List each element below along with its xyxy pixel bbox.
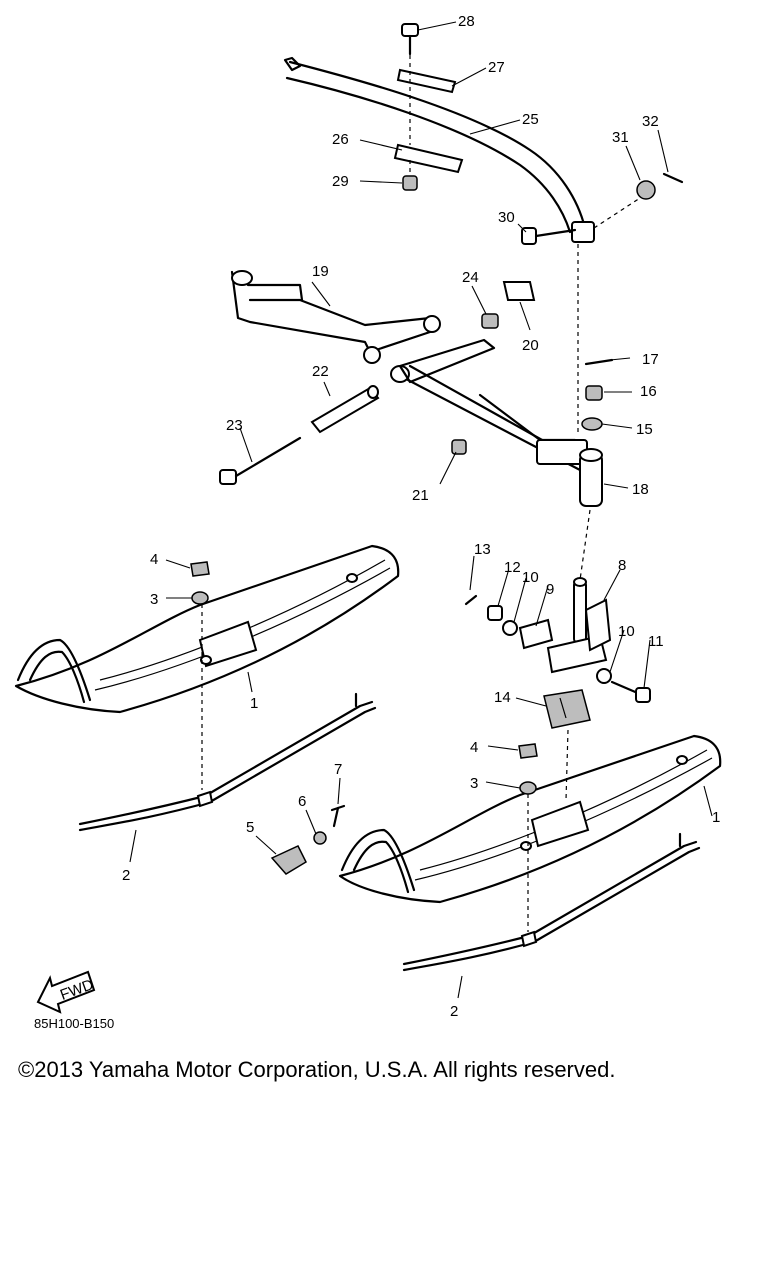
top-clamp-hardware bbox=[393, 23, 464, 191]
part-label-9: 9 bbox=[546, 581, 554, 598]
part-label-1-right: 1 bbox=[712, 809, 720, 826]
parts-diagram: FWD bbox=[14, 13, 722, 1020]
part-label-4-right: 4 bbox=[470, 739, 478, 756]
part-label-11: 11 bbox=[648, 633, 664, 650]
part-label-6: 6 bbox=[298, 793, 306, 810]
part-label-31: 31 bbox=[612, 129, 629, 146]
part-label-7: 7 bbox=[334, 761, 342, 778]
part-label-19: 19 bbox=[312, 263, 329, 280]
fwd-arrow-icon: FWD bbox=[36, 970, 96, 1014]
part-label-26: 26 bbox=[332, 131, 349, 148]
part-label-22: 22 bbox=[312, 363, 329, 380]
part-label-1-left: 1 bbox=[250, 695, 258, 712]
part-label-32: 32 bbox=[642, 113, 659, 130]
part-label-28: 28 bbox=[458, 13, 475, 30]
part-label-25: 25 bbox=[522, 111, 539, 128]
part-label-24: 24 bbox=[462, 269, 479, 286]
arm-bushing-hardware bbox=[481, 281, 536, 329]
diagram-code: 85H100-B150 bbox=[34, 1016, 115, 1031]
part-label-14: 14 bbox=[494, 689, 511, 706]
part-label-16: 16 bbox=[640, 383, 657, 400]
lower-arm-illustration bbox=[390, 244, 603, 581]
left-ski-illustration bbox=[14, 544, 400, 790]
part-label-27: 27 bbox=[488, 59, 505, 76]
bar-end-hardware bbox=[521, 172, 684, 245]
part-label-3-right: 3 bbox=[470, 775, 478, 792]
part-label-17: 17 bbox=[642, 351, 659, 368]
part-label-3-left: 3 bbox=[150, 591, 158, 608]
part-label-5: 5 bbox=[246, 819, 254, 836]
right-ski-illustration bbox=[338, 729, 722, 932]
left-runner-illustration bbox=[78, 692, 377, 832]
part-label-4-left: 4 bbox=[150, 551, 158, 568]
upper-arm-illustration bbox=[230, 270, 441, 364]
part-label-2-left: 2 bbox=[122, 867, 130, 884]
part-label-13: 13 bbox=[474, 541, 491, 558]
pivot-hardware bbox=[219, 385, 467, 485]
spindle-top-hardware bbox=[581, 358, 614, 431]
part-label-21: 21 bbox=[412, 487, 429, 504]
part-label-10-upper: 10 bbox=[522, 569, 539, 586]
part-label-12: 12 bbox=[504, 559, 521, 576]
part-label-8: 8 bbox=[618, 557, 626, 574]
part-label-20: 20 bbox=[522, 337, 539, 354]
leader-lines bbox=[129, 21, 713, 999]
cross-bar-illustration bbox=[283, 56, 595, 243]
part-label-30: 30 bbox=[498, 209, 515, 226]
ski-tip-hardware bbox=[270, 804, 346, 875]
fwd-label: FWD bbox=[58, 976, 96, 1004]
saddle-block bbox=[543, 689, 591, 729]
copyright-notice: ©2013 Yamaha Motor Corporation, U.S.A. A… bbox=[18, 1057, 616, 1082]
part-label-15: 15 bbox=[636, 421, 653, 438]
part-label-2-right: 2 bbox=[450, 1003, 458, 1020]
part-label-10-lower: 10 bbox=[618, 623, 635, 640]
right-runner-illustration bbox=[402, 832, 701, 972]
part-label-23: 23 bbox=[226, 417, 243, 434]
spindle-assembly bbox=[464, 577, 651, 703]
part-label-18: 18 bbox=[632, 481, 649, 498]
part-labels: 28 27 25 26 29 31 32 30 19 24 20 17 16 1… bbox=[122, 13, 720, 1020]
part-label-29: 29 bbox=[332, 173, 349, 190]
